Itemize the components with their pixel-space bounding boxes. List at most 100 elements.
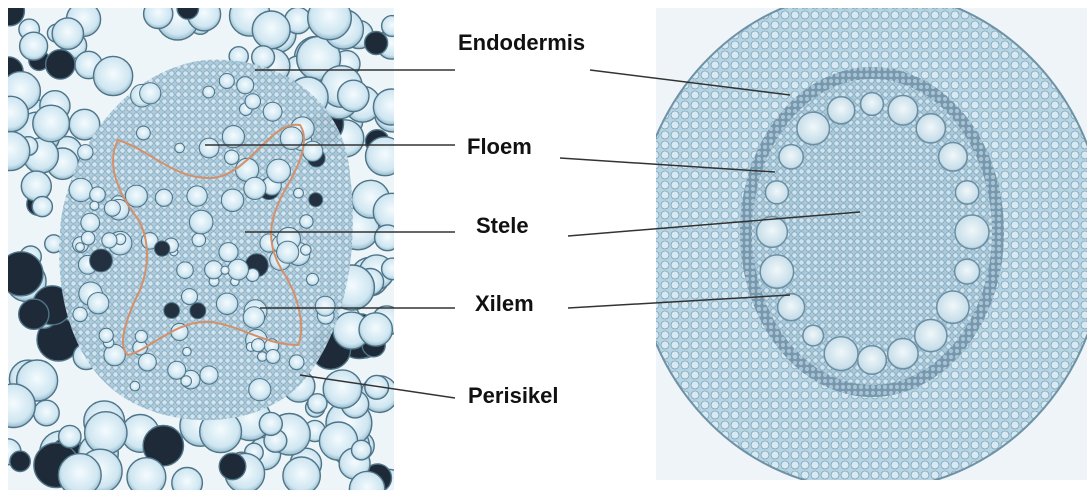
stele-cell [183, 347, 192, 356]
stained-cell [154, 241, 169, 256]
parenchyma-cell [359, 313, 392, 346]
stele-cell [237, 77, 254, 94]
parenchyma-cell [308, 394, 327, 413]
stele-cell [88, 293, 109, 314]
parenchyma-cell [259, 412, 282, 435]
stele-cell [99, 328, 113, 342]
xylem-vessel [824, 337, 858, 371]
xylem-vessel [765, 181, 788, 204]
stained-cell [164, 303, 180, 319]
stained-cell [0, 252, 43, 296]
parenchyma-cell [0, 96, 28, 131]
stele-cell [300, 215, 313, 228]
xylem-vessel [828, 97, 855, 124]
stele-cell [78, 145, 93, 160]
stele-cell [203, 86, 215, 98]
stele-cell [294, 188, 304, 198]
stele-cell [303, 141, 323, 161]
xylem-vessel [937, 291, 969, 323]
stele-cell [228, 259, 249, 280]
stained-cell [190, 303, 206, 319]
xylem-vessel [916, 114, 945, 143]
stele-cell [225, 150, 239, 164]
stained-cell [19, 299, 49, 329]
stele-cell [244, 177, 266, 199]
xylem-vessel [861, 93, 884, 116]
xylem-vessel [760, 255, 793, 288]
stele-cell [245, 94, 260, 109]
label-stele: Stele [476, 213, 529, 239]
parenchyma-cell [252, 11, 290, 49]
stained-cell [365, 32, 388, 55]
stele-cell [263, 102, 282, 121]
parenchyma-cell [127, 458, 166, 490]
stele-cell [69, 178, 92, 201]
label-perisikel: Perisikel [468, 383, 559, 409]
stele-cell [73, 307, 87, 321]
stained-cell [90, 249, 113, 272]
parenchyma-cell [283, 457, 320, 490]
stele-cell [221, 189, 243, 211]
parenchyma-cell [59, 425, 81, 447]
xylem-vessel [955, 215, 989, 249]
stele-cell [219, 243, 238, 262]
xylem-vessel [955, 259, 980, 284]
stele-cell [130, 381, 140, 391]
parenchyma-cell [21, 171, 51, 201]
parenchyma-cell [85, 412, 127, 454]
stele-cell [181, 376, 192, 387]
stele-cell [187, 186, 207, 206]
stained-cell [46, 50, 75, 79]
stele-cell [189, 210, 213, 234]
parenchyma-cell [373, 89, 409, 125]
stele-cell [205, 261, 223, 279]
stele-cell [90, 201, 99, 210]
xylem-vessel [939, 143, 968, 172]
parenchyma-cell [144, 0, 173, 29]
stele-cell [76, 243, 85, 252]
xylem-vessel [779, 145, 803, 169]
stele-cell [90, 187, 106, 203]
stele-cell [81, 231, 95, 245]
stele-cell [102, 233, 117, 248]
parenchyma-cell [52, 18, 83, 49]
stele-cell [216, 293, 237, 314]
parenchyma-cell [323, 370, 361, 408]
stele-cell [192, 233, 206, 247]
parenchyma-cell [33, 105, 70, 142]
parenchyma-cell [382, 258, 404, 280]
stele-cell [199, 138, 219, 158]
parenchyma-cell [32, 197, 52, 217]
xylem-vessel [797, 112, 830, 145]
xylem-vessel [858, 346, 887, 375]
stele-cell [104, 200, 120, 216]
stele-cell [221, 266, 229, 274]
parenchyma-cell [338, 80, 369, 111]
stele-cell [267, 159, 291, 183]
label-xilem: Xilem [475, 291, 534, 317]
stele-cell [125, 185, 147, 207]
stele-cell [315, 296, 335, 316]
xylem-vessel [915, 320, 947, 352]
parenchyma-cell [366, 137, 405, 176]
stele-cell [266, 350, 280, 364]
parenchyma-cell [94, 56, 133, 95]
label-endodermis: Endodermis [458, 30, 585, 56]
stele-cell [140, 83, 161, 104]
stele-cell [289, 355, 304, 370]
stained-cell [177, 0, 198, 19]
xylem-vessel [888, 339, 918, 369]
stele-cell [307, 273, 319, 285]
stele-cell [249, 379, 271, 401]
root-cross-section-closeup [0, 0, 410, 490]
stele-cell [200, 366, 218, 384]
xylem-vessel [955, 181, 978, 204]
xylem-vessel [888, 96, 918, 126]
parenchyma-cell [373, 193, 410, 230]
stele-cell [155, 189, 172, 206]
parenchyma-cell [0, 384, 35, 428]
stem-cross-section-overview [635, 0, 1087, 490]
parenchyma-cell [308, 0, 352, 40]
stele-cell [280, 127, 303, 150]
